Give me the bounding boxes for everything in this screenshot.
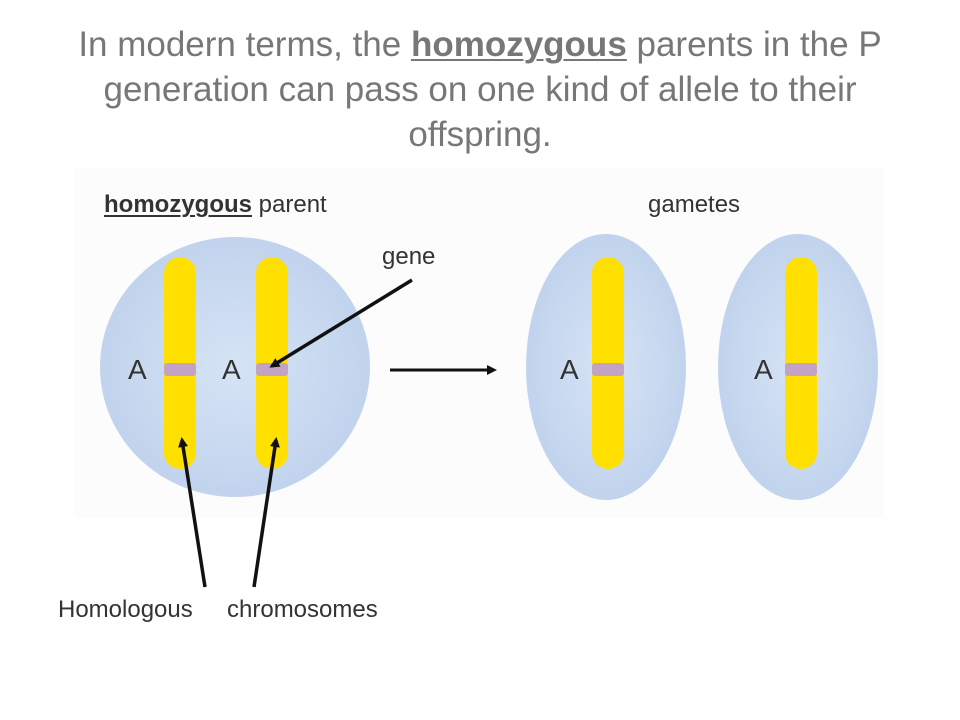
gametes-label: gametes xyxy=(648,191,741,218)
homologous-label: Homologous xyxy=(58,596,193,623)
allele-label-3: A xyxy=(560,354,579,385)
allele-label-1: A xyxy=(128,354,147,385)
homologous-pointer-right xyxy=(252,437,280,588)
chromosomes-label: chromosomes xyxy=(227,596,378,623)
slide-title: In modern terms, the homozygous parents … xyxy=(40,22,920,157)
title-text-before: In modern terms, the xyxy=(78,25,411,64)
parent-label-rest: parent xyxy=(252,191,327,218)
gamete-gene-band-1 xyxy=(592,363,624,376)
title-emphasis: homozygous xyxy=(410,25,627,64)
gamete-gene-band-2 xyxy=(785,363,817,376)
gene-pointer-arrow xyxy=(269,278,413,368)
allele-label-4: A xyxy=(754,354,773,385)
title-text-after: parents in the P generation can pass on … xyxy=(103,25,882,154)
gene-band-left xyxy=(164,363,196,376)
homologous-pointer-left xyxy=(178,437,207,588)
allele-label-2: A xyxy=(222,354,241,385)
gene-label: gene xyxy=(382,243,436,270)
parent-label-emphasis: homozygous xyxy=(104,191,252,218)
parent-label: homozygous parent xyxy=(104,191,327,219)
